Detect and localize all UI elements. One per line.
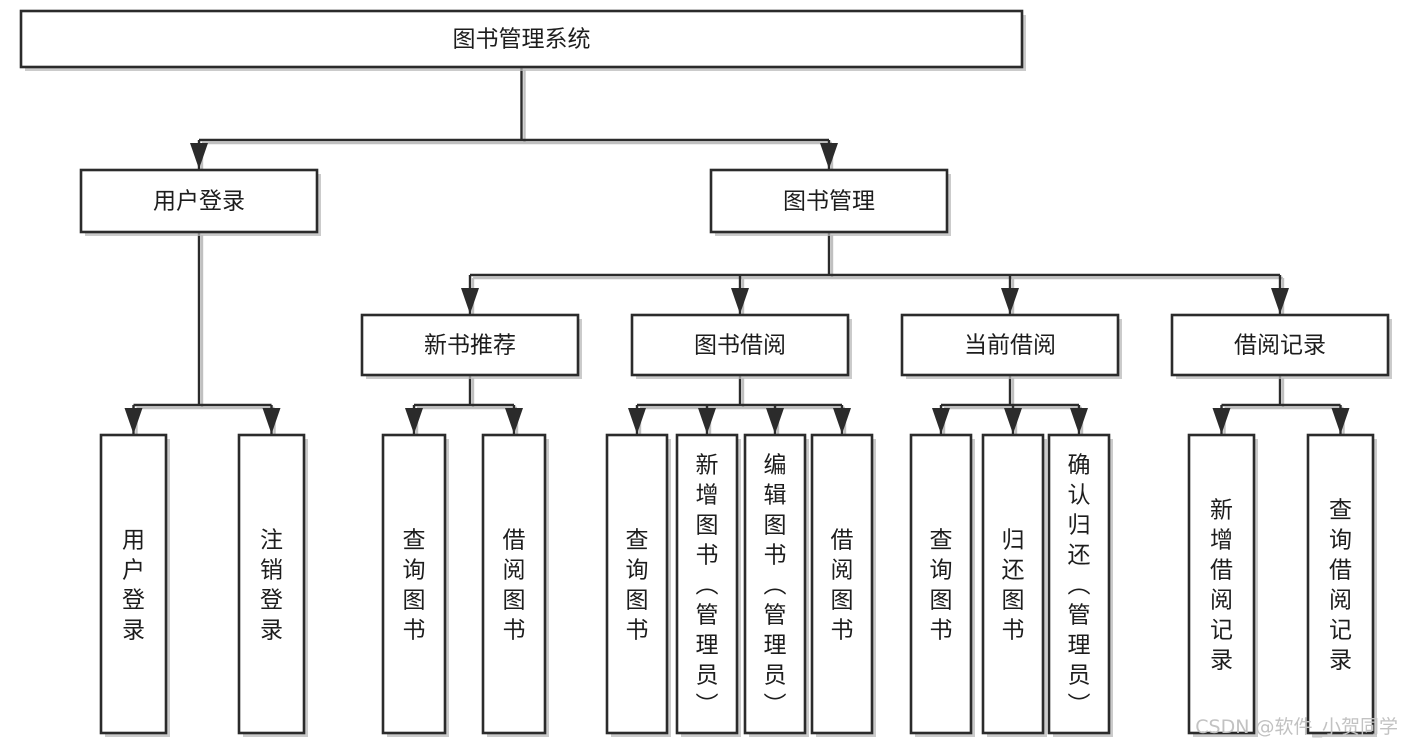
leaf-node-11[interactable]: 确认归还︵管理员︶ bbox=[1047, 433, 1113, 737]
leaf-node-12[interactable]: 新增借阅记录 bbox=[1187, 433, 1258, 737]
root-node-1[interactable]: 图书管理系统 bbox=[19, 9, 1026, 71]
node-label: 归还图书 bbox=[1002, 527, 1025, 643]
arrow-head-icon bbox=[1004, 408, 1022, 434]
node-label: 查询图书 bbox=[403, 527, 426, 643]
arrow-head-icon bbox=[1271, 288, 1289, 314]
node-label: 图书管理 bbox=[783, 189, 875, 215]
leaf-node-1[interactable]: 用户登录 bbox=[99, 433, 170, 737]
node-label: 查询借阅记录 bbox=[1329, 497, 1352, 673]
node-label: 查询图书 bbox=[930, 527, 953, 643]
arrow-head-icon bbox=[628, 408, 646, 434]
leaf-node-6[interactable]: 新增图书︵管理员︶ bbox=[675, 433, 741, 737]
leaf-node-8[interactable]: 借阅图书 bbox=[810, 433, 876, 737]
node-label: 注销登录 bbox=[260, 527, 283, 643]
arrow-head-icon bbox=[1331, 408, 1350, 434]
level3-node-3[interactable]: 当前借阅 bbox=[900, 313, 1122, 379]
arrow-head-icon bbox=[1001, 288, 1019, 314]
arrow-head-icon bbox=[1212, 408, 1231, 434]
leaf-node-3[interactable]: 查询图书 bbox=[381, 433, 449, 737]
arrow-head-icon bbox=[505, 408, 523, 434]
leaf-node-7[interactable]: 编辑图书︵管理员︶ bbox=[743, 433, 809, 737]
node-layer: 图书管理系统用户登录图书管理新书推荐图书借阅当前借阅借阅记录用户登录注销登录查询… bbox=[19, 9, 1392, 737]
level3-node-2[interactable]: 图书借阅 bbox=[630, 313, 852, 379]
arrow-head-icon bbox=[461, 288, 479, 314]
arrow-head-icon bbox=[1070, 408, 1088, 434]
level2-node-1[interactable]: 用户登录 bbox=[79, 168, 321, 236]
node-label: 用户登录 bbox=[153, 189, 245, 215]
arrow-head-icon bbox=[820, 143, 838, 169]
level3-node-1[interactable]: 新书推荐 bbox=[360, 313, 582, 379]
node-label: 图书借阅 bbox=[694, 333, 786, 359]
level2-node-2[interactable]: 图书管理 bbox=[709, 168, 951, 236]
node-label: 查询图书 bbox=[626, 527, 649, 643]
node-label: 确认归还︵管理员︶ bbox=[1068, 452, 1091, 718]
level3-node-4[interactable]: 借阅记录 bbox=[1170, 313, 1392, 379]
leaf-node-9[interactable]: 查询图书 bbox=[909, 433, 975, 737]
node-label: 新书推荐 bbox=[424, 333, 516, 359]
node-label: 图书管理系统 bbox=[453, 27, 591, 53]
arrow-head-icon bbox=[698, 408, 716, 434]
node-label: 借阅记录 bbox=[1234, 333, 1326, 359]
arrow-head-icon bbox=[190, 143, 208, 169]
arrow-head-icon bbox=[262, 408, 281, 434]
arrow-head-icon bbox=[124, 408, 143, 434]
connector-layer bbox=[124, 67, 1350, 437]
leaf-node-5[interactable]: 查询图书 bbox=[605, 433, 671, 737]
leaf-node-4[interactable]: 借阅图书 bbox=[481, 433, 549, 737]
node-label: 编辑图书︵管理员︶ bbox=[764, 452, 787, 718]
node-label: 当前借阅 bbox=[964, 333, 1056, 359]
arrow-head-icon bbox=[405, 408, 423, 434]
csdn-watermark: CSDN @软件_小贺同学 bbox=[1195, 716, 1398, 738]
leaf-node-2[interactable]: 注销登录 bbox=[237, 433, 308, 737]
leaf-node-13[interactable]: 查询借阅记录 bbox=[1306, 433, 1377, 737]
arrow-head-icon bbox=[766, 408, 784, 434]
node-label: 新增借阅记录 bbox=[1210, 497, 1233, 673]
node-label: 借阅图书 bbox=[831, 527, 854, 643]
leaf-node-10[interactable]: 归还图书 bbox=[981, 433, 1047, 737]
arrow-head-icon bbox=[731, 288, 749, 314]
node-label: 用户登录 bbox=[122, 527, 145, 643]
arrow-head-icon bbox=[932, 408, 950, 434]
arrow-head-icon bbox=[833, 408, 851, 434]
node-label: 新增图书︵管理员︶ bbox=[696, 452, 719, 718]
node-label: 借阅图书 bbox=[503, 527, 526, 643]
